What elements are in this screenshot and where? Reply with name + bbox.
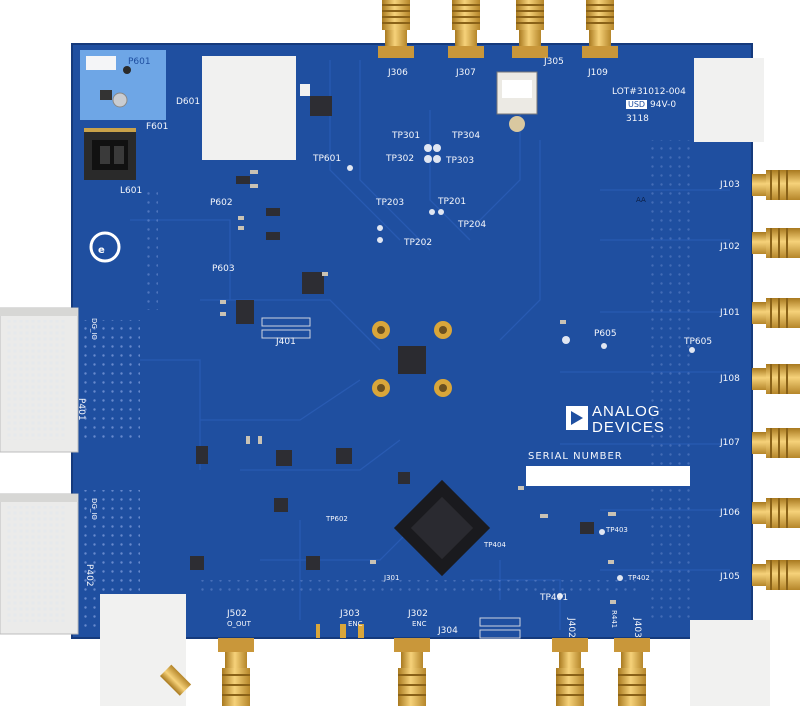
label-tp401: TP401 xyxy=(540,593,569,603)
label-tp605: TP605 xyxy=(684,337,713,347)
brand-analog: ANALOG xyxy=(592,403,661,420)
label-j305: J305 xyxy=(544,57,564,67)
lot-rating: 94V-0 xyxy=(650,100,677,110)
label-tp301: TP301 xyxy=(392,131,421,141)
label-p603: P603 xyxy=(212,264,235,274)
label-tp304: TP304 xyxy=(452,131,481,141)
label-j101: J101 xyxy=(720,308,740,318)
label-tp403: TP403 xyxy=(606,526,628,534)
label-j403: J403 xyxy=(632,618,642,638)
label-tp303: TP303 xyxy=(446,156,475,166)
bottom-sma-connectors xyxy=(160,638,650,706)
svg-text:e: e xyxy=(98,245,105,256)
label-j103: J103 xyxy=(720,180,740,190)
label-tp404: TP404 xyxy=(484,541,506,549)
label-tp402: TP402 xyxy=(628,574,650,582)
label-tp601: TP601 xyxy=(313,154,342,164)
label-tp302: TP302 xyxy=(386,154,415,164)
label-j107: J107 xyxy=(720,438,740,448)
label-j502-sub: O_OUT xyxy=(227,620,251,628)
label-p602: P602 xyxy=(210,198,233,208)
label-tp204: TP204 xyxy=(458,220,487,230)
label-j502: J502 xyxy=(227,609,247,619)
label-tp602: TP602 xyxy=(326,515,348,523)
lot-number: LOT#31012-004 xyxy=(612,87,686,97)
label-j306: J306 xyxy=(388,68,408,78)
label-tp203: TP203 xyxy=(376,198,405,208)
label-j106: J106 xyxy=(720,508,740,518)
label-j307: J307 xyxy=(456,68,476,78)
label-r441: R441 xyxy=(610,610,618,629)
label-p601: P601 xyxy=(128,57,151,67)
label-dg-io-top: DG_IO xyxy=(90,318,98,340)
label-j303: J303 xyxy=(340,609,360,619)
label-j304: J304 xyxy=(438,626,458,636)
label-p605: P605 xyxy=(594,329,617,339)
label-j301: J301 xyxy=(384,574,400,582)
right-sma-connectors xyxy=(752,170,800,590)
label-f601: F601 xyxy=(146,122,169,132)
label-j105: J105 xyxy=(720,572,740,582)
label-j402: J402 xyxy=(566,618,576,638)
compliance-logo xyxy=(89,231,121,263)
serial-number-box xyxy=(526,466,690,486)
lot-date: 3118 xyxy=(626,114,649,124)
label-j303-sub: ENC xyxy=(348,620,363,628)
label-p401: P401 xyxy=(76,398,86,421)
label-j401: J401 xyxy=(276,337,296,347)
label-d601: D601 xyxy=(176,97,201,107)
brand-devices: DEVICES xyxy=(592,419,665,436)
label-tp201: TP201 xyxy=(438,197,467,207)
analog-devices-logo xyxy=(566,406,588,430)
label-j109: J109 xyxy=(588,68,608,78)
label-p402: P402 xyxy=(84,564,94,587)
top-sma-connectors xyxy=(378,0,618,58)
label-j102: J102 xyxy=(720,242,740,252)
label-tp202: TP202 xyxy=(404,238,433,248)
label-aa: AA xyxy=(636,196,646,204)
label-j302: J302 xyxy=(408,609,428,619)
lot-badge: USD xyxy=(626,100,648,109)
label-l601: L601 xyxy=(120,186,143,196)
label-j302-sub: ENC xyxy=(412,620,427,628)
serial-number-label: SERIAL NUMBER xyxy=(528,451,623,462)
label-j108: J108 xyxy=(720,374,740,384)
label-dg-io-bottom: DG_IO xyxy=(90,498,98,520)
